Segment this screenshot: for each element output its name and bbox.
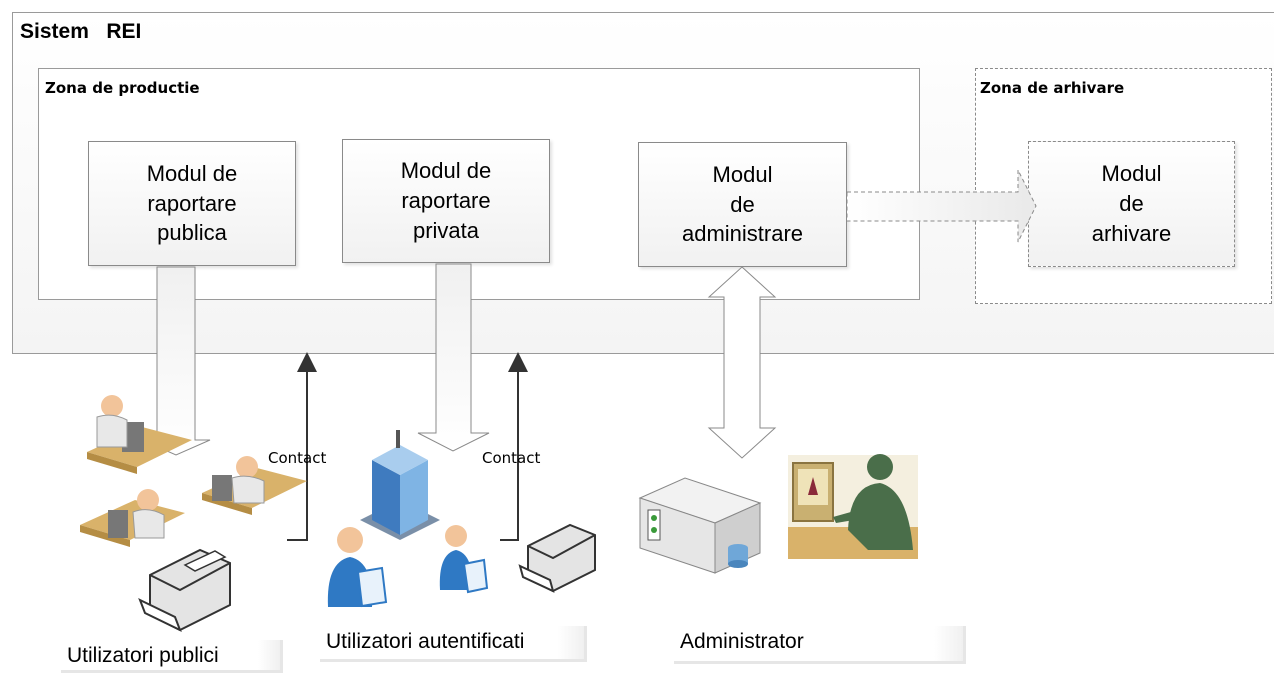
- user-at-computer-icon: [80, 489, 185, 547]
- module-administration: Modul de administrare: [638, 142, 847, 267]
- public-output-arrow: [141, 266, 211, 456]
- caption-public-users: Utilizatori publici: [61, 640, 283, 673]
- system-title: Sistem REI: [20, 20, 142, 43]
- user-at-computer-icon: [202, 456, 307, 515]
- archive-zone-title: Zona de arhivare: [980, 79, 1125, 97]
- printer-icon: [138, 548, 231, 633]
- contact-line-authenticated: [500, 352, 528, 541]
- production-zone-title: Zona de productie: [45, 79, 200, 97]
- caption-administrator: Administrator: [674, 626, 966, 664]
- server-icon: [638, 477, 762, 574]
- module-archiving: Modul de arhivare: [1028, 141, 1235, 267]
- module-private-reporting: Modul de raportare privata: [342, 139, 550, 263]
- user-with-tag-icon: [327, 527, 388, 608]
- contact-line-public: [287, 352, 317, 541]
- contact-label-authenticated: Contact: [482, 449, 541, 467]
- office-building-icon: [360, 430, 440, 540]
- module-public-reporting: Modul de raportare publica: [88, 141, 296, 266]
- admin-at-computer-icon: [788, 454, 918, 559]
- user-with-tag-icon: [439, 525, 489, 594]
- user-at-computer-icon: [87, 395, 192, 474]
- caption-authenticated-users: Utilizatori autentificati: [320, 626, 587, 662]
- admin-bidirectional-arrow: [707, 266, 777, 459]
- printer-icon: [518, 523, 596, 593]
- archive-transfer-arrow: [846, 169, 1037, 243]
- private-output-arrow: [417, 263, 490, 452]
- contact-label-public: Contact: [268, 449, 327, 467]
